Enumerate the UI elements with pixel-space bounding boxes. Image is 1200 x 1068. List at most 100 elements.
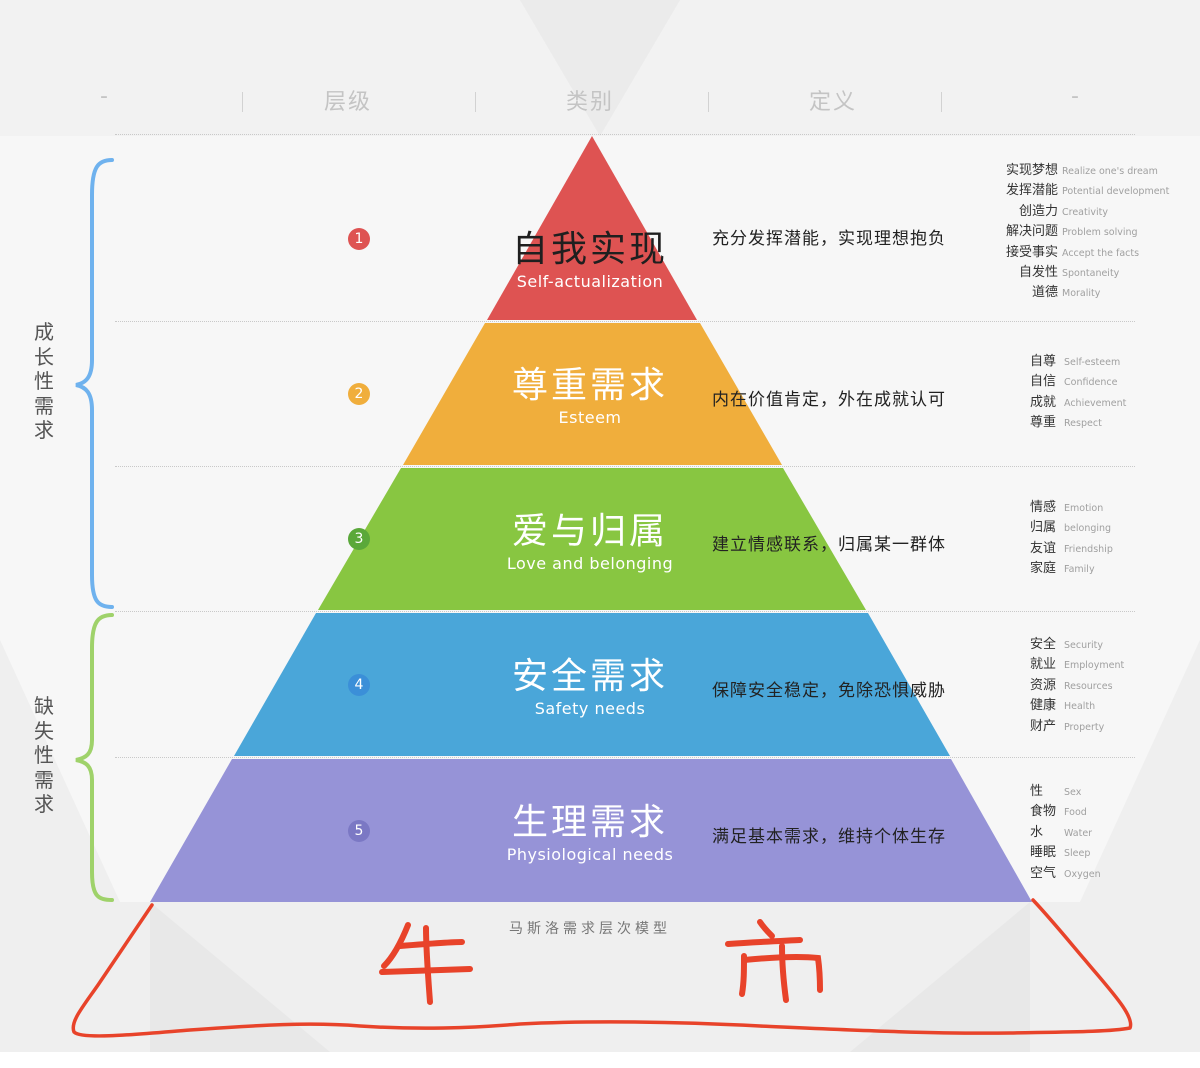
tier-title: 爱与归属 (511, 511, 668, 552)
tier-title: 生理需求 (511, 802, 668, 843)
attribute-english: Problem solving (1062, 227, 1138, 239)
header-col-level: 层级 (323, 90, 372, 115)
attribute-item: 家庭 Family (1030, 558, 1095, 579)
attribute-item: 实现梦想 Realize one's dream (998, 160, 1158, 181)
level-number-badge: 3 (348, 528, 370, 550)
attribute-item: 发挥潜能 Potential development (998, 180, 1169, 201)
header-col-definition: 定义 (808, 90, 857, 115)
header-col-placeholder-left: - (100, 84, 110, 109)
guide-line (115, 466, 1135, 467)
tier-definition: 建立情感联系，归属某一群体 (712, 535, 946, 555)
attribute-english: Emotion (1064, 503, 1104, 514)
header-col-category: 类别 (565, 90, 614, 115)
attribute-item: 成就 Achievement (1030, 392, 1126, 413)
guide-line (115, 611, 1135, 612)
attribute-english: Achievement (1064, 397, 1127, 409)
attribute-item: 安全 Security (1030, 634, 1103, 655)
tier-subtitle: Safety needs (534, 699, 646, 718)
tier-definition: 充分发挥潜能，实现理想抱负 (712, 229, 946, 249)
tier-subtitle: Esteem (558, 408, 622, 427)
tier-title: 尊重需求 (511, 365, 668, 406)
attribute-english: belonging (1064, 523, 1112, 535)
diagram-caption: 马斯洛需求层次模型 (509, 921, 671, 937)
bracket-growth (75, 158, 114, 609)
group-label-deficiency: 缺失性需求 (34, 694, 54, 816)
pyramid-tier-5 (150, 759, 1032, 902)
tier-subtitle: Self-actualization (516, 272, 664, 291)
attribute-item: 睡眠 Sleep (1030, 842, 1090, 863)
level-number-badge: 5 (348, 820, 370, 842)
tier-title: 安全需求 (511, 656, 668, 697)
attribute-item: 健康 Health (1030, 695, 1095, 716)
attribute-chinese: 友谊 (1030, 540, 1057, 556)
attribute-english: Oxygen (1064, 868, 1101, 880)
attribute-english: Potential development (1062, 186, 1170, 198)
attribute-chinese: 实现梦想 (1005, 163, 1058, 178)
attribute-english: Morality (1062, 288, 1101, 300)
attribute-english: Employment (1064, 660, 1125, 672)
attribute-chinese: 接受事实 (1005, 244, 1058, 260)
attribute-english: Food (1064, 807, 1087, 819)
level-number-badge: 2 (348, 383, 370, 405)
attribute-chinese: 道德 (1031, 285, 1058, 301)
level-number-badge: 1 (348, 228, 370, 250)
pyramid-tier-2 (403, 323, 782, 465)
attribute-english: Self-esteem (1064, 357, 1121, 368)
attribute-english: Water (1064, 827, 1093, 839)
attribute-chinese: 自信 (1030, 374, 1057, 390)
handwritten-character-left (379, 922, 473, 1005)
header-separator (242, 92, 243, 112)
attribute-english: Accept the facts (1062, 247, 1140, 259)
bracket-deficiency (75, 613, 114, 902)
tier-definition: 内在价值肯定，外在成就认可 (712, 390, 946, 410)
attribute-item: 水 Water (1030, 822, 1092, 843)
attribute-english: Health (1064, 701, 1096, 713)
attribute-chinese: 家庭 (1030, 561, 1057, 577)
pyramid-tier-4 (234, 613, 950, 756)
attribute-english: Friendship (1064, 543, 1113, 555)
attribute-english: Creativity (1062, 206, 1108, 218)
attribute-item: 友谊 Friendship (1030, 538, 1113, 559)
attribute-chinese: 安全 (1030, 637, 1057, 652)
attribute-item: 解决问题 Problem solving (998, 221, 1138, 242)
attribute-chinese: 自尊 (1030, 354, 1057, 369)
attribute-english: Family (1064, 564, 1095, 576)
attribute-chinese: 财产 (1030, 718, 1057, 734)
attribute-english: Resources (1064, 680, 1113, 692)
attribute-item: 自发性 Spontaneity (998, 262, 1119, 283)
tier-subtitle: Love and belonging (506, 554, 674, 573)
guide-line (115, 134, 1135, 135)
attribute-chinese: 解决问题 (1005, 224, 1058, 240)
guide-line (115, 757, 1135, 758)
attribute-chinese: 水 (1030, 824, 1044, 840)
tier-definition: 满足基本需求，维持个体生存 (712, 827, 946, 847)
attribute-item: 创造力 Creativity (998, 201, 1108, 222)
attribute-english: Spontaneity (1062, 268, 1120, 279)
attribute-english: Sleep (1064, 848, 1091, 860)
header-separator (708, 92, 709, 112)
attribute-chinese: 尊重 (1030, 415, 1057, 431)
attribute-chinese: 发挥潜能 (1005, 183, 1058, 199)
attribute-chinese: 睡眠 (1030, 845, 1057, 861)
attribute-chinese: 创造力 (1018, 203, 1058, 219)
attribute-english: Respect (1064, 418, 1102, 430)
attribute-chinese: 健康 (1030, 698, 1057, 714)
header-separator (475, 92, 476, 112)
attribute-chinese: 成就 (1030, 394, 1057, 410)
guide-line (115, 321, 1135, 322)
tier-title: 自我实现 (511, 229, 668, 270)
attribute-item: 接受事实 Accept the facts (998, 242, 1139, 263)
handwritten-character-right (725, 919, 823, 1003)
tier-definition: 保障安全稳定，免除恐惧威胁 (712, 681, 946, 701)
attribute-chinese: 自发性 (1018, 265, 1058, 280)
attribute-chinese: 空气 (1030, 865, 1057, 881)
attribute-english: Realize one's dream (1062, 166, 1158, 177)
attribute-english: Security (1064, 640, 1104, 651)
